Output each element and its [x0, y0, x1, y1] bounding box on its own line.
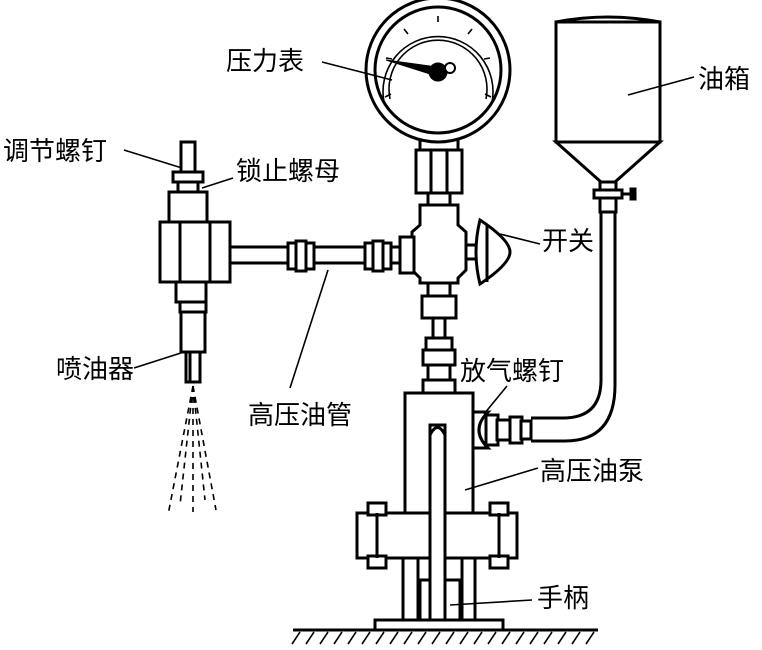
- label-adjusting-screw: 调节螺钉: [3, 137, 107, 167]
- leader-lines: [123, 61, 695, 606]
- label-bleed-screw: 放气螺钉: [460, 357, 564, 387]
- ground: [291, 618, 598, 645]
- labels: 压力表 油箱 调节螺钉 锁止螺母 开关 喷油器 放气螺钉 高压油管 高压油泵 手…: [3, 47, 750, 614]
- label-handle: 手柄: [537, 584, 589, 614]
- label-lock-nut: 锁止螺母: [236, 157, 340, 187]
- label-injector: 喷油器: [56, 355, 134, 385]
- oil-tank: [531, 15, 664, 443]
- injector-assembly: [158, 140, 232, 516]
- label-oil-tank: 油箱: [698, 65, 750, 95]
- label-pressure-gauge: 压力表: [226, 47, 304, 77]
- central-column: [398, 136, 512, 395]
- label-high-pressure-pipe: 高压油管: [248, 401, 352, 431]
- pressure-gauge: [364, 0, 512, 144]
- label-high-pressure-pump: 高压油泵: [540, 457, 644, 487]
- high-pressure-pump: [355, 391, 533, 622]
- label-switch: 开关: [542, 227, 594, 257]
- high-pressure-pipe: [229, 239, 400, 273]
